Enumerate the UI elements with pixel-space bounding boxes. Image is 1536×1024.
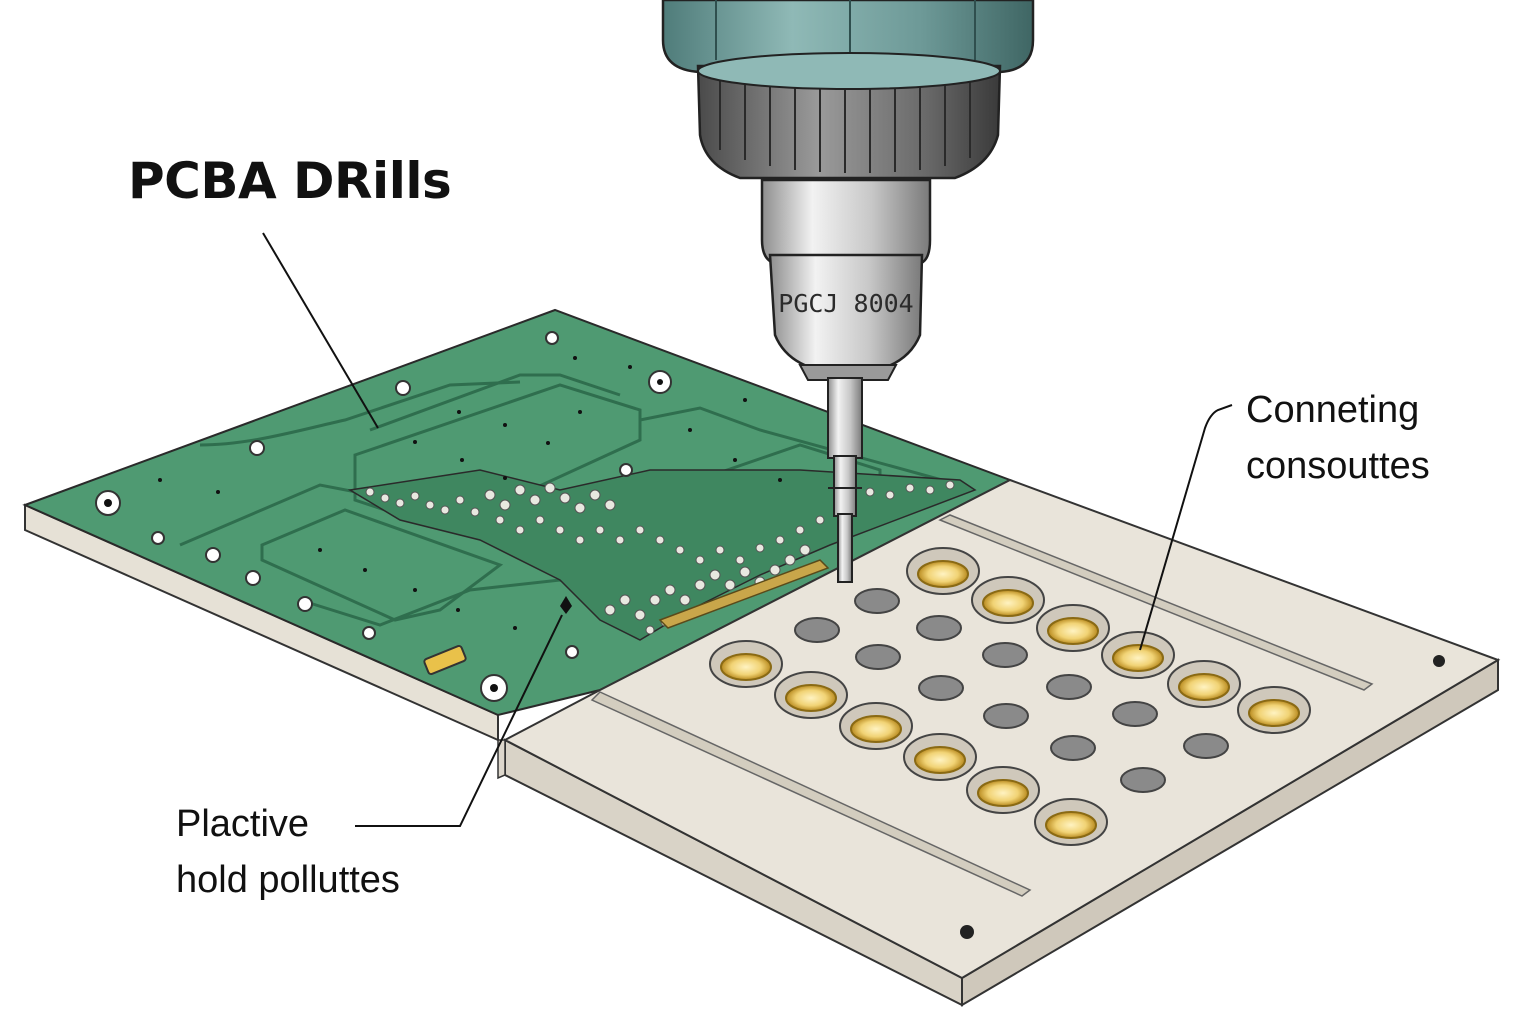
callout-plactive: Plactive hold polluttes <box>176 796 400 908</box>
drill-engraving: PGCJ 8004 <box>778 289 913 318</box>
title-leader <box>262 232 379 429</box>
gold-contact-holes <box>709 547 1311 846</box>
drill-machine-icon: PGCJ 8004 <box>661 0 1035 583</box>
connecting-leader <box>1139 404 1233 651</box>
grey-holes <box>794 588 1229 793</box>
diagram-title: PCBA DRills <box>128 152 452 210</box>
callout-plactive-line2: hold polluttes <box>176 859 400 901</box>
pcb-board <box>22 308 1013 742</box>
callout-leaders <box>262 232 1233 827</box>
callout-plactive-line1: Plactive <box>176 803 310 845</box>
pcb-holes <box>104 356 782 692</box>
component-cluster <box>347 469 977 641</box>
fixture-top-face <box>502 478 1501 980</box>
plactive-leader <box>355 614 563 827</box>
callout-connecting-line2: consouttes <box>1246 445 1430 487</box>
test-fixture <box>497 478 1501 1007</box>
callout-connecting: Conneting consouttes <box>1246 382 1430 494</box>
callout-connecting-line1: Conneting <box>1246 389 1420 431</box>
